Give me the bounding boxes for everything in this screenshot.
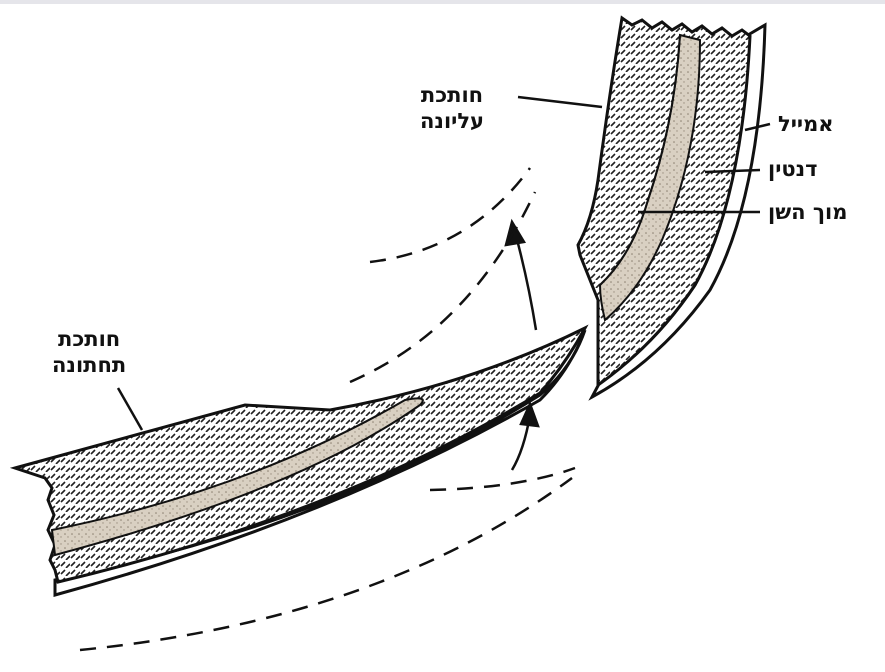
- label-pulp: מוך השן: [768, 199, 847, 225]
- upper-incisor: [578, 18, 765, 397]
- label-lower-incisor: חותכת תחתונה: [52, 326, 126, 378]
- label-enamel: אמייל: [778, 111, 834, 137]
- leader-upper-incisor: [518, 97, 602, 107]
- dashed-path-upper-1: [370, 168, 530, 262]
- dashed-path-upper-2: [350, 192, 535, 382]
- arrow-upward-curve: [515, 232, 536, 330]
- label-upper-incisor: חותכת עליונה: [420, 82, 484, 134]
- motion-arrows: [506, 222, 538, 470]
- dashed-path-lower-1: [430, 468, 575, 490]
- label-dentin: דנטין: [768, 156, 818, 182]
- leader-lower-incisor: [118, 388, 142, 430]
